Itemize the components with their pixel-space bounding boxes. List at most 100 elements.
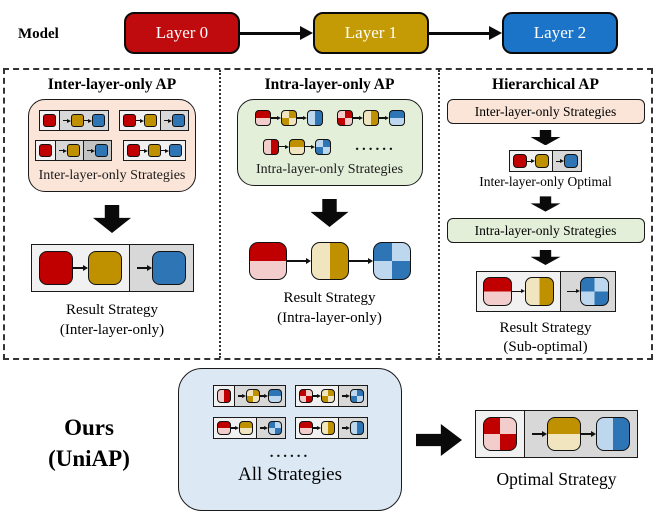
gold-layer-cell	[87, 251, 122, 285]
optimal-strategy-label: Optimal Strategy	[496, 469, 617, 489]
gold-layer-cell	[547, 417, 581, 451]
gold-layer-cell	[144, 114, 157, 127]
pipeline-segment	[55, 141, 83, 160]
gold-layer-cell	[362, 110, 379, 126]
blue-layer-cell	[372, 242, 411, 280]
layer0-box: Layer 0	[124, 12, 240, 54]
blue-layer-cell	[267, 421, 282, 435]
gold-layer-cell	[245, 389, 260, 403]
gold-layer-cell	[238, 421, 253, 435]
red-layer-cell	[248, 242, 287, 280]
flow-arrow-icon	[532, 431, 547, 437]
pipeline-segment	[559, 271, 615, 311]
blue-layer-cell	[315, 138, 332, 155]
flow-arrow-icon	[240, 26, 313, 40]
model-row: Model Layer 0 Layer 1 Layer 2	[0, 8, 656, 62]
down-arrow-icon	[93, 205, 131, 233]
red-layer-cell	[298, 389, 313, 403]
panel-hierarchical: Hierarchical AP Inter-layer-only Strateg…	[438, 70, 651, 358]
red-layer-cell	[123, 114, 136, 127]
flow-arrow-icon	[305, 144, 316, 149]
optimal-strategy-group: Optimal Strategy	[475, 410, 638, 490]
inter-optimal-pipeline	[509, 150, 582, 173]
inter-optimal-caption: Inter-layer-only Optimal	[479, 174, 612, 190]
flow-arrow-icon	[164, 118, 172, 123]
down-arrow-icon	[530, 196, 561, 212]
ours-label-line1: Ours	[64, 415, 114, 440]
flow-arrow-icon	[237, 394, 246, 398]
down-arrow-icon	[530, 249, 561, 265]
pipeline-segment	[248, 242, 411, 280]
red-layer-cell	[39, 144, 52, 157]
gold-layer-cell	[289, 138, 306, 155]
intra-strategies-label: Intra-layer-only Strategies	[255, 162, 404, 177]
result-caption-line1: Result Strategy	[283, 290, 376, 306]
strategy-pipeline	[254, 110, 323, 126]
result-strategy-pipeline	[475, 270, 616, 312]
gold-layer-cell	[280, 110, 297, 126]
red-layer-cell	[298, 421, 313, 435]
blue-layer-cell	[151, 251, 186, 285]
red-layer-cell	[254, 110, 271, 126]
flow-arrow-icon	[59, 148, 67, 153]
blue-layer-cell	[596, 417, 630, 451]
flow-arrow-icon	[429, 26, 502, 40]
result-caption: Result Strategy (Intra-layer-only)	[277, 289, 382, 328]
red-layer-cell	[263, 138, 280, 155]
pipeline-segment	[213, 386, 234, 406]
pipeline-segment	[36, 141, 55, 160]
ours-label-line2: (UniAP)	[48, 446, 130, 472]
blue-layer-cell	[349, 389, 364, 403]
all-strategies-label: All Strategies	[238, 464, 342, 485]
pipeline-segment	[337, 418, 367, 438]
pipeline-segment	[39, 111, 59, 130]
gold-layer-cell	[535, 154, 549, 169]
result-caption: Result Strategy (Inter-layer-only)	[60, 301, 164, 340]
pipeline-segment	[295, 418, 338, 438]
flow-arrow-icon	[136, 118, 144, 123]
flow-arrow-icon	[160, 148, 169, 153]
flow-arrow-icon	[230, 426, 239, 430]
result-caption-line1: Result Strategy	[65, 302, 159, 318]
flow-arrow-icon	[312, 394, 321, 398]
pipeline-segment	[255, 418, 285, 438]
intra-strategies-box: ...... Intra-layer-only Strategies	[236, 99, 423, 186]
ours-section: Ours (UniAP) ...... All Strategies Optim…	[0, 360, 656, 514]
blue-layer-cell	[388, 110, 405, 126]
pipeline-segment	[336, 110, 405, 126]
red-layer-cell	[216, 389, 231, 403]
inter-strategies-label: Inter-layer-only Strategies	[38, 168, 186, 183]
result-caption-line2: (Sub-optimal)	[503, 339, 588, 356]
all-mini-grid	[212, 385, 368, 439]
panel-title: Hierarchical AP	[492, 76, 599, 93]
blue-layer-cell	[267, 389, 282, 403]
strategy-pipeline	[263, 138, 332, 155]
pipeline-segment	[263, 138, 332, 155]
down-arrow-icon	[530, 130, 561, 146]
pipeline-segment	[254, 110, 323, 126]
result-strategy-pipeline	[248, 242, 411, 280]
flow-arrow-icon	[312, 426, 321, 430]
flow-arrow-icon	[378, 116, 389, 120]
flow-arrow-icon	[259, 426, 268, 430]
intra-mini-row	[254, 110, 405, 126]
blue-layer-cell	[306, 110, 323, 126]
layer2-box: Layer 2	[502, 12, 618, 54]
strategy-pipeline	[212, 417, 286, 439]
model-label: Model	[18, 26, 59, 42]
ellipsis-text: ......	[269, 445, 311, 461]
blue-layer-cell	[349, 421, 364, 435]
strategy-pipeline	[122, 140, 186, 161]
red-layer-cell	[126, 144, 140, 157]
flow-arrow-icon	[286, 258, 311, 264]
strategy-pipeline	[35, 140, 112, 161]
pipeline-segment	[31, 245, 129, 291]
strategy-pipeline	[212, 385, 286, 407]
flow-arrow-icon	[139, 148, 148, 153]
pipeline-segment	[128, 245, 193, 291]
blue-layer-cell	[172, 114, 185, 127]
pipeline-segment	[120, 111, 160, 130]
ellipsis-text: ......	[355, 138, 396, 154]
flow-arrow-icon	[259, 394, 268, 398]
